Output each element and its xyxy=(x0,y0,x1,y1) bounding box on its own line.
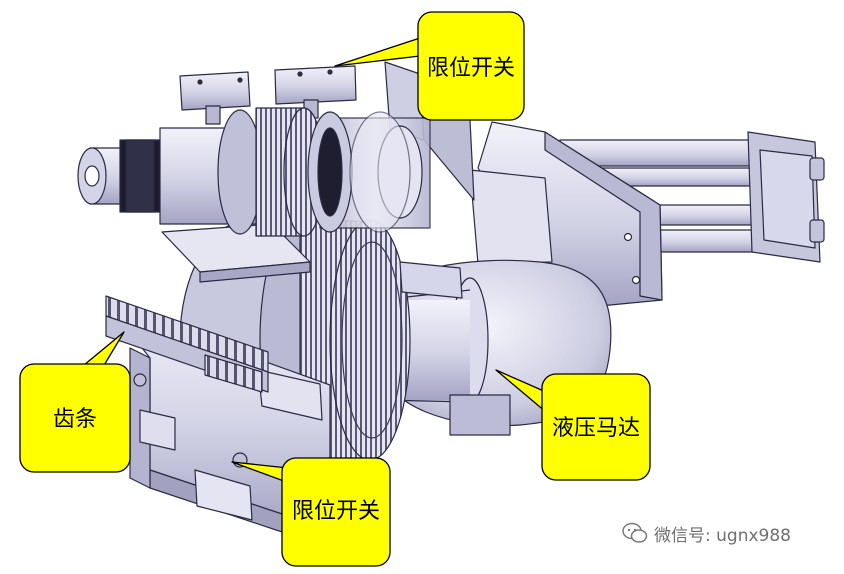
wechat-icon xyxy=(622,522,648,543)
callout-hydraulic-motor: 液压马达 xyxy=(541,373,651,481)
rack-bar xyxy=(105,295,269,393)
cylinder-bracket xyxy=(384,61,663,307)
callout-limit-switch-bottom: 限位开关 xyxy=(281,457,391,567)
callout-label: 限位开关 xyxy=(292,499,380,524)
callout-label: 限位开关 xyxy=(427,56,515,81)
limit-switch-block-right xyxy=(274,65,357,119)
mount-block xyxy=(399,261,463,299)
pinion-gear xyxy=(217,107,353,237)
watermark-text: 微信号: ugnx988 xyxy=(654,525,791,546)
hydraulic-cylinder xyxy=(559,131,825,263)
watermark: 微信号: ugnx988 xyxy=(622,518,791,548)
callout-pointer-top xyxy=(334,37,421,67)
limit-switch-block-left xyxy=(179,71,251,125)
callout-label: 液压马达 xyxy=(552,416,640,441)
guide-plate-edge xyxy=(199,261,311,283)
callout-rack: 齿条 xyxy=(19,363,131,473)
callout-label: 齿条 xyxy=(53,407,97,432)
callout-limit-switch-top: 限位开关 xyxy=(417,11,525,121)
clutch-housing xyxy=(349,111,411,233)
